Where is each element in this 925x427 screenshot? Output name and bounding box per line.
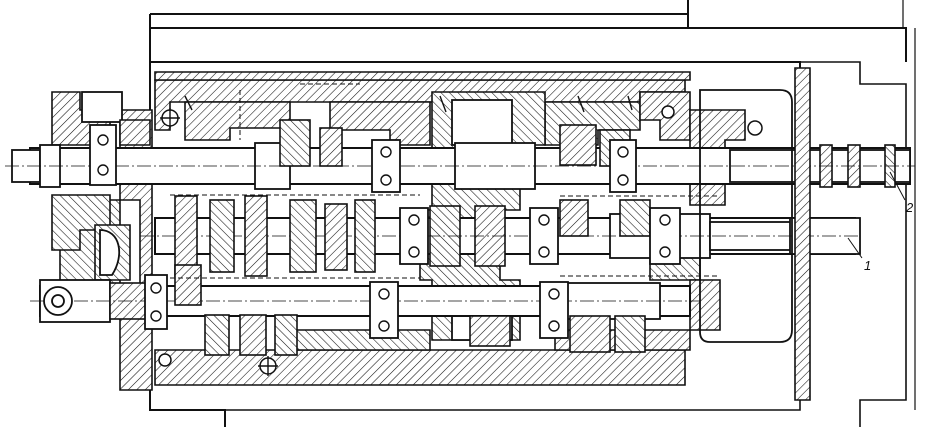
bearings bbox=[89, 124, 681, 339]
upper-shaft bbox=[5, 142, 915, 190]
hidden-lines bbox=[170, 83, 720, 279]
gear-set bbox=[174, 119, 651, 356]
callout-1: 1 bbox=[864, 258, 871, 273]
callouts: 2 1 bbox=[847, 171, 914, 273]
right-pocket bbox=[699, 67, 811, 401]
callout-2: 2 bbox=[905, 200, 914, 215]
fasteners bbox=[158, 95, 763, 376]
